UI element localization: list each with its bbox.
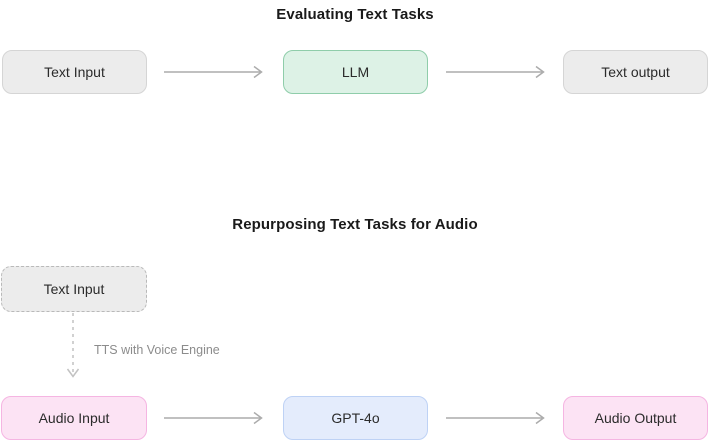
edge-label-tts-voice-engine: TTS with Voice Engine (94, 343, 220, 357)
arrow-right-icon (164, 411, 263, 425)
node-text-input-label: Text Input (44, 64, 105, 80)
node-audio-output: Audio Output (563, 396, 708, 440)
node-text-output: Text output (563, 50, 708, 94)
node-llm-label: LLM (341, 64, 370, 80)
node-text-input: Text Input (2, 50, 147, 94)
arrow-down-dashed-icon (66, 313, 80, 378)
arrow-right-icon (446, 411, 545, 425)
node-audio-output-label: Audio Output (594, 410, 677, 426)
node-gpt-4o: GPT-4o (283, 396, 428, 440)
section-title-evaluating-text-tasks: Evaluating Text Tasks (276, 6, 434, 23)
node-text-input-dashed: Text Input (1, 266, 147, 312)
node-gpt-4o-label: GPT-4o (331, 410, 380, 426)
node-audio-input: Audio Input (1, 396, 147, 440)
node-audio-input-label: Audio Input (38, 410, 110, 426)
section-title-repurposing-text-tasks: Repurposing Text Tasks for Audio (232, 216, 478, 233)
node-text-output-label: Text output (601, 64, 670, 80)
arrow-right-icon (164, 65, 263, 79)
node-llm: LLM (283, 50, 428, 94)
arrow-right-icon (446, 65, 545, 79)
node-text-input-dashed-label: Text Input (43, 281, 105, 297)
